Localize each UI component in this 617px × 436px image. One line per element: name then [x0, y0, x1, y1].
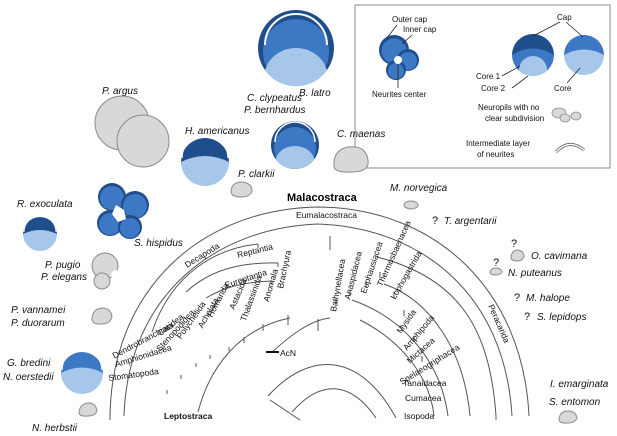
legend-core1-label: Core 1 — [476, 72, 501, 81]
legend-neuropil-icon — [551, 107, 582, 123]
taxon-tanaidacea: Tanaidacea — [403, 378, 447, 388]
clade-malacostraca: Malacostraca — [287, 192, 358, 204]
legend-intermediate-line1: Intermediate layer — [466, 139, 530, 148]
species-s-lepidops: S. lepidops — [537, 312, 586, 323]
t-argentarii-question-mark: ? — [432, 215, 438, 227]
p-clarkii-icon — [230, 181, 253, 198]
species-c-clypeatus: C. clypeatus — [247, 93, 302, 104]
n-puteanus-icon — [489, 267, 503, 276]
taxon-isopoda: Isopoda — [404, 411, 435, 421]
legend-cap-label: Cap — [557, 13, 572, 22]
species-o-cavimana: O. cavimana — [531, 251, 588, 262]
m-halope-question-mark: ? — [514, 292, 520, 304]
species-b-latro: B. latro — [299, 88, 331, 99]
s-lepidops-question-mark: ? — [524, 311, 530, 323]
species-t-argentarii: T. argentarii — [444, 216, 497, 227]
taxon-cumacea: Cumacea — [405, 393, 442, 403]
species-p-pugio: P. pugio — [45, 260, 81, 271]
p-argus-icon — [94, 95, 170, 168]
phylogeny-tree — [109, 206, 530, 421]
species-s-entomon: S. entomon — [549, 397, 601, 408]
species-n-oerstedii: N. oerstedii — [3, 372, 54, 383]
h-americanus-icon — [181, 134, 229, 186]
clade-eumalacostraca: Eumalacostraca — [296, 210, 357, 220]
species-i-emarginata: I. emarginata — [550, 379, 609, 390]
taxon-leptostraca: Leptostraca — [164, 411, 212, 421]
species-p-argus: P. argus — [102, 86, 138, 97]
g-bredini-icon — [61, 349, 103, 394]
legend-intermediate-line2: of neurites — [477, 150, 514, 159]
legend-cap-single-core-icon — [564, 35, 604, 75]
s-entomon-icon — [558, 410, 578, 424]
o-cavimana-question-mark: ? — [511, 238, 517, 250]
species-m-norvegica: M. norvegica — [390, 183, 448, 194]
m-norvegica-icon — [403, 200, 419, 210]
taxon-acn: AcN — [280, 348, 296, 358]
s-hispidus-icon — [97, 183, 149, 239]
legend-neuropils-line1: Neuropils with no — [478, 103, 540, 112]
legend-three-lobed-icon — [379, 35, 419, 80]
legend-core-label: Core — [554, 84, 572, 93]
species-r-exoculata: R. exoculata — [17, 199, 73, 210]
species-s-hispidus: S. hispidus — [134, 238, 183, 249]
legend-neuropils-line2: clear subdivision — [485, 114, 544, 123]
taxon-brachyura: Brachyura — [275, 249, 293, 289]
species-h-americanus: H. americanus — [185, 126, 249, 137]
n-puteanus-question-mark: ? — [493, 257, 499, 269]
species-c-maenas: C. maenas — [337, 129, 385, 140]
clade-peracarida: Peracarida — [486, 303, 512, 345]
legend-outer-cap-label: Outer cap — [392, 15, 428, 24]
species-g-bredini: G. bredini — [7, 358, 51, 369]
taxon-bathynellacea: Bathynellacea — [328, 258, 347, 313]
species-p-bernhardus: P. bernhardus — [244, 105, 306, 116]
r-exoculata-icon — [23, 215, 57, 251]
legend-neurites-center-label: Neurites center — [372, 90, 427, 99]
clade-decapoda: Decapoda — [183, 241, 221, 270]
species-m-halope: M. halope — [526, 293, 570, 304]
species-p-clarkii: P. clarkii — [238, 169, 275, 180]
c-clypeatus-icon — [271, 121, 319, 169]
b-latro-icon — [258, 10, 334, 86]
legend-core2-label: Core 2 — [481, 84, 506, 93]
p-pugio-icon — [91, 252, 121, 290]
species-p-duorarum: P. duorarum — [11, 318, 65, 329]
n-herbstii-icon — [78, 402, 98, 417]
p-vannamei-icon — [91, 307, 113, 325]
legend-inner-cap-label: Inner cap — [403, 25, 437, 34]
legend-cap-core-icon — [512, 34, 554, 76]
c-maenas-icon — [333, 146, 369, 173]
o-cavimana-icon — [510, 249, 525, 262]
species-n-herbstii: N. herbstii — [32, 423, 78, 434]
legend-box: Outer cap Inner cap Neurites center Cap … — [354, 4, 611, 169]
species-p-elegans: P. elegans — [41, 272, 87, 283]
species-n-puteanus: N. puteanus — [508, 268, 562, 279]
species-p-vannamei: P. vannamei — [11, 305, 66, 316]
